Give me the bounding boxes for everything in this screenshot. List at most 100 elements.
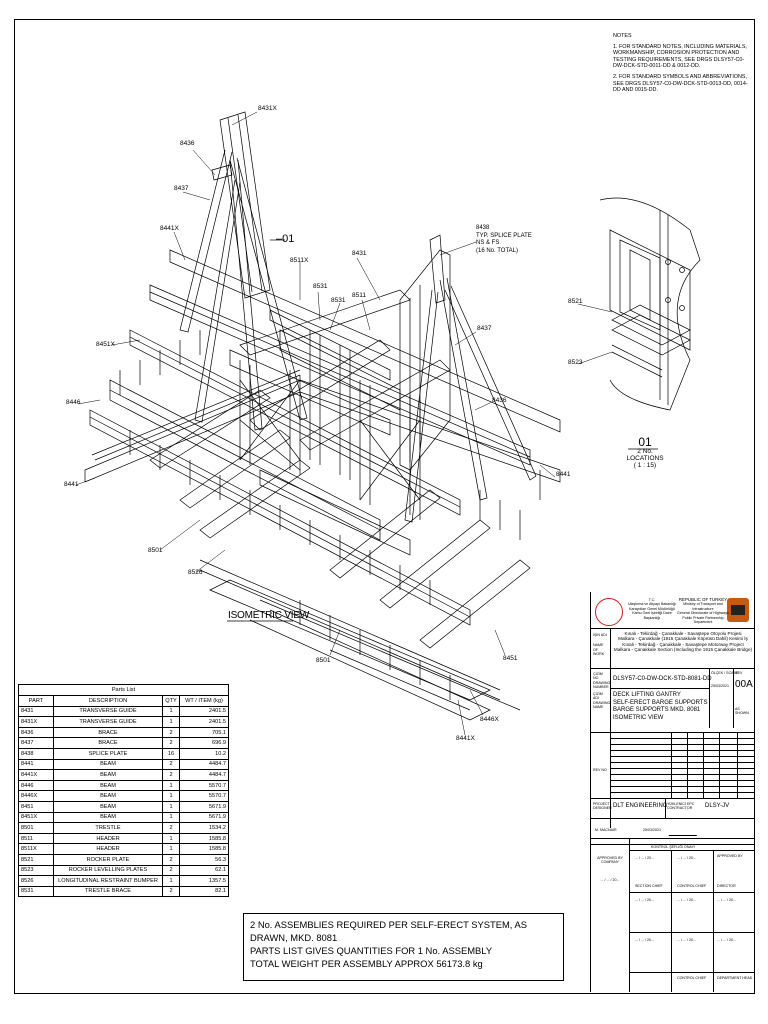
- callout-8441X-b: 8441X: [456, 735, 475, 742]
- part-qty: 2: [162, 853, 180, 866]
- date-slot-7: ... / ... / 20...: [677, 938, 696, 942]
- part-description: BRACE: [53, 737, 163, 749]
- part-description: TRESTLE BRACE: [53, 885, 163, 898]
- part-qty: 1: [162, 875, 180, 887]
- rev-label: REV: [735, 671, 743, 675]
- callout-8451X: 8451X: [96, 341, 115, 348]
- detail-caption: 01 2 No. LOCATIONS ( 1 : 15): [620, 436, 670, 469]
- project-designer-label: PROJECT DESIGNER: [593, 802, 612, 811]
- part-description: HEADER: [53, 843, 163, 855]
- header-8511: [259, 309, 411, 556]
- part-weight: 62.1: [179, 864, 229, 877]
- callout-8441-b: 8441: [556, 471, 571, 478]
- scale-label: ÖLÇEK / SCALE: [711, 671, 738, 675]
- part-number: 8436: [18, 726, 54, 739]
- part-weight: 696.9: [179, 737, 229, 749]
- project-name: Kınalı - Tekirdağ - Çanakkale - Savaştep…: [613, 631, 753, 653]
- ministry-tr: T.C. Ulaştırma ve Altyapı Bakanlığı Kara…: [628, 598, 676, 620]
- part-weight: 2401.5: [179, 716, 229, 728]
- part-qty: 2: [162, 864, 180, 877]
- signatory: M. MACNAIR: [595, 828, 617, 832]
- callout-8431X: 8431X: [258, 105, 277, 112]
- callout-8511: 8511: [352, 292, 366, 299]
- director-1: DIRECTOR: [717, 884, 736, 888]
- approved-by-1: APPROVED BY: [717, 854, 743, 858]
- part-description: ROCKER LEVELLING PLATES: [53, 864, 163, 877]
- date-slot-3: ... / ... / 20...: [635, 898, 654, 902]
- part-qty: 1: [162, 779, 180, 792]
- callout-8531-b: 8531: [331, 297, 346, 304]
- drawing-number-label: ÇİZİM NO DRAWING NUMBER: [593, 672, 611, 690]
- part-qty: 1: [162, 705, 180, 718]
- assembly-note-line-1: 2 No. ASSEMBLIES REQUIRED PER SELF-ERECT…: [250, 919, 527, 943]
- part-weight: 10.2: [179, 747, 229, 760]
- ministry-en: REPUBLIC OF TURKEY Ministry of Transport…: [677, 597, 729, 625]
- parts-list-table: Parts List PART DESCRIPTION QTY WT / ITE…: [18, 684, 229, 898]
- signature-date: 25/03/2021: [643, 828, 661, 832]
- part-weight: 56.3: [179, 853, 229, 866]
- part-description: TRESTLE: [53, 822, 163, 834]
- approver-company: APPROVED BY COMPANY: [597, 856, 623, 865]
- part-qty: 2: [162, 737, 180, 749]
- part-qty: 1: [162, 811, 180, 824]
- transverse-guide-8431: [399, 234, 537, 523]
- part-number: 8451: [18, 800, 54, 813]
- callout-8526: 8526: [188, 569, 203, 576]
- callout-8431: 8431: [352, 250, 367, 257]
- part-weight: 705.1: [179, 726, 229, 739]
- part-qty: 1: [162, 843, 180, 855]
- callout-leaders: [75, 111, 613, 736]
- long-beams: [84, 249, 561, 721]
- revision: 00A: [735, 679, 753, 690]
- splice-plate-callout: 8438 TYP. SPLICE PLATE NS & FS (16 No. T…: [476, 225, 532, 254]
- part-number: 8501: [18, 822, 54, 834]
- part-weight: 5671.9: [179, 811, 229, 824]
- part-description: LONGITUDINAL RESTRAINT BUMPER: [53, 875, 163, 887]
- detail-id: 01: [638, 435, 652, 449]
- project-designer: DLT ENGINEERING: [613, 803, 668, 809]
- callout-8451: 8451: [503, 655, 518, 662]
- ministry-seal-logo: [595, 598, 623, 626]
- part-number: 8531: [18, 885, 54, 898]
- date-slot-8: ... / ... / 20...: [717, 938, 736, 942]
- part-number: 8521: [18, 853, 54, 866]
- part-number: 8441: [18, 758, 54, 771]
- part-description: BRACE: [53, 726, 163, 739]
- notes-heading: NOTES: [613, 33, 632, 39]
- note-2: 2. FOR STANDARD SYMBOLS AND ABBREVIATION…: [613, 73, 748, 94]
- part-description: SPLICE PLATE: [53, 747, 163, 760]
- date-slot-5: ... / ... / 20...: [717, 898, 736, 902]
- parts-list-title: Parts List: [18, 684, 229, 695]
- epc-contractor: DLSY-JV: [705, 803, 730, 809]
- detail-scale: ( 1 : 15): [633, 462, 657, 469]
- part-description: TRANSVERSE GUIDE: [53, 705, 163, 718]
- callout-8511X: 8511X: [290, 257, 309, 264]
- detail-marker: –01: [276, 233, 295, 245]
- rev-no-label: REV NO: [593, 768, 607, 772]
- callout-8437-b: 8437: [477, 325, 492, 332]
- part-number: 8438: [18, 747, 54, 760]
- part-description: ROCKER PLATE: [53, 853, 163, 866]
- view-title: ISOMETRIC VIEW: [228, 610, 310, 621]
- parts-list-header-row: PART DESCRIPTION QTY WT / ITEM (kg): [18, 695, 229, 707]
- part-weight: 5671.9: [179, 800, 229, 813]
- part-description: BEAM: [53, 790, 163, 802]
- part-qty: 1: [162, 800, 180, 813]
- highways-logo-mark: [731, 605, 745, 615]
- header-weight: WT / ITEM (kg): [179, 695, 229, 707]
- part-number: 8446X: [18, 790, 54, 802]
- drawing-name-label: ÇİZİM ADI DRAWING NAME: [593, 692, 611, 710]
- callout-8436: 8436: [180, 140, 195, 147]
- part-weight: 2401.5: [179, 705, 229, 718]
- part-number: 8431: [18, 705, 54, 718]
- date-slot-1: ... / ... / 20...: [635, 856, 654, 860]
